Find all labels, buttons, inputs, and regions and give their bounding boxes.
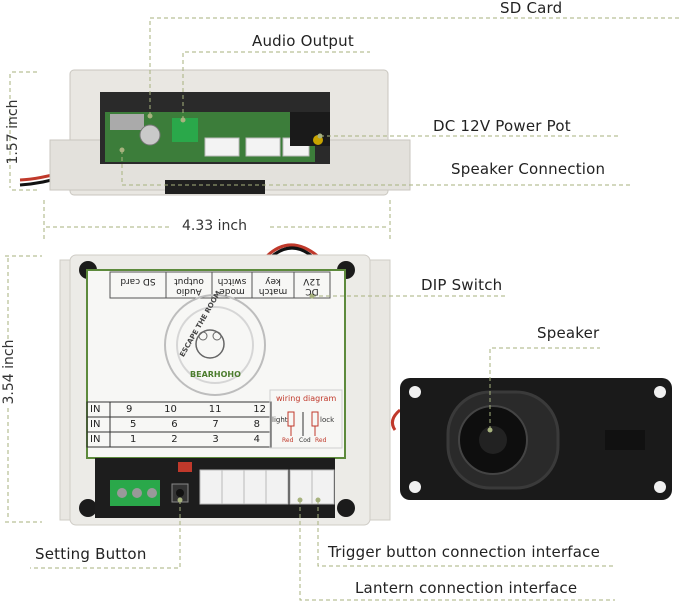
- label-dc-power: DC 12V Power Pot: [433, 117, 571, 135]
- wiring-red-right: Red: [315, 437, 327, 444]
- dimension-height-top: 1.57 inch: [5, 99, 21, 165]
- label-sd-card: SD Card: [500, 0, 563, 17]
- dimension-width: 4.33 inch: [182, 218, 247, 234]
- table-row-2: 5 6 7 8: [130, 419, 260, 430]
- dimension-height-board: 3.54 inch: [1, 339, 17, 405]
- switch-label-match: match key: [258, 276, 288, 296]
- label-audio-output: Audio Output: [252, 32, 354, 50]
- table-row: IN: [90, 434, 101, 445]
- label-speaker-connection: Speaker Connection: [451, 160, 606, 178]
- label-trigger-interface: Trigger button connection interface: [328, 543, 601, 561]
- wiring-light: light: [272, 416, 288, 424]
- switch-label-audio: Audio output: [174, 276, 204, 296]
- table-row-1: 9 10 11 12: [126, 404, 266, 415]
- wiring-cod: Cod: [299, 437, 311, 444]
- brand-text: BEARHOHO: [190, 370, 241, 379]
- table-row: IN: [90, 419, 101, 430]
- label-dip-switch: DIP Switch: [421, 276, 503, 294]
- wiring-red-left: Red: [282, 437, 294, 444]
- table-row: IN: [90, 404, 101, 415]
- label-lantern-interface: Lantern connection interface: [355, 579, 578, 597]
- label-speaker: Speaker: [537, 324, 600, 342]
- table-row-3: 1 2 3 4: [130, 434, 260, 445]
- wiring-lock: lock: [320, 416, 335, 424]
- switch-label-dc: DC 12V: [303, 276, 321, 296]
- switch-label-sd: SD card: [120, 276, 156, 286]
- wiring-title: wiring diagram: [276, 394, 337, 403]
- label-setting-button: Setting Button: [35, 545, 147, 563]
